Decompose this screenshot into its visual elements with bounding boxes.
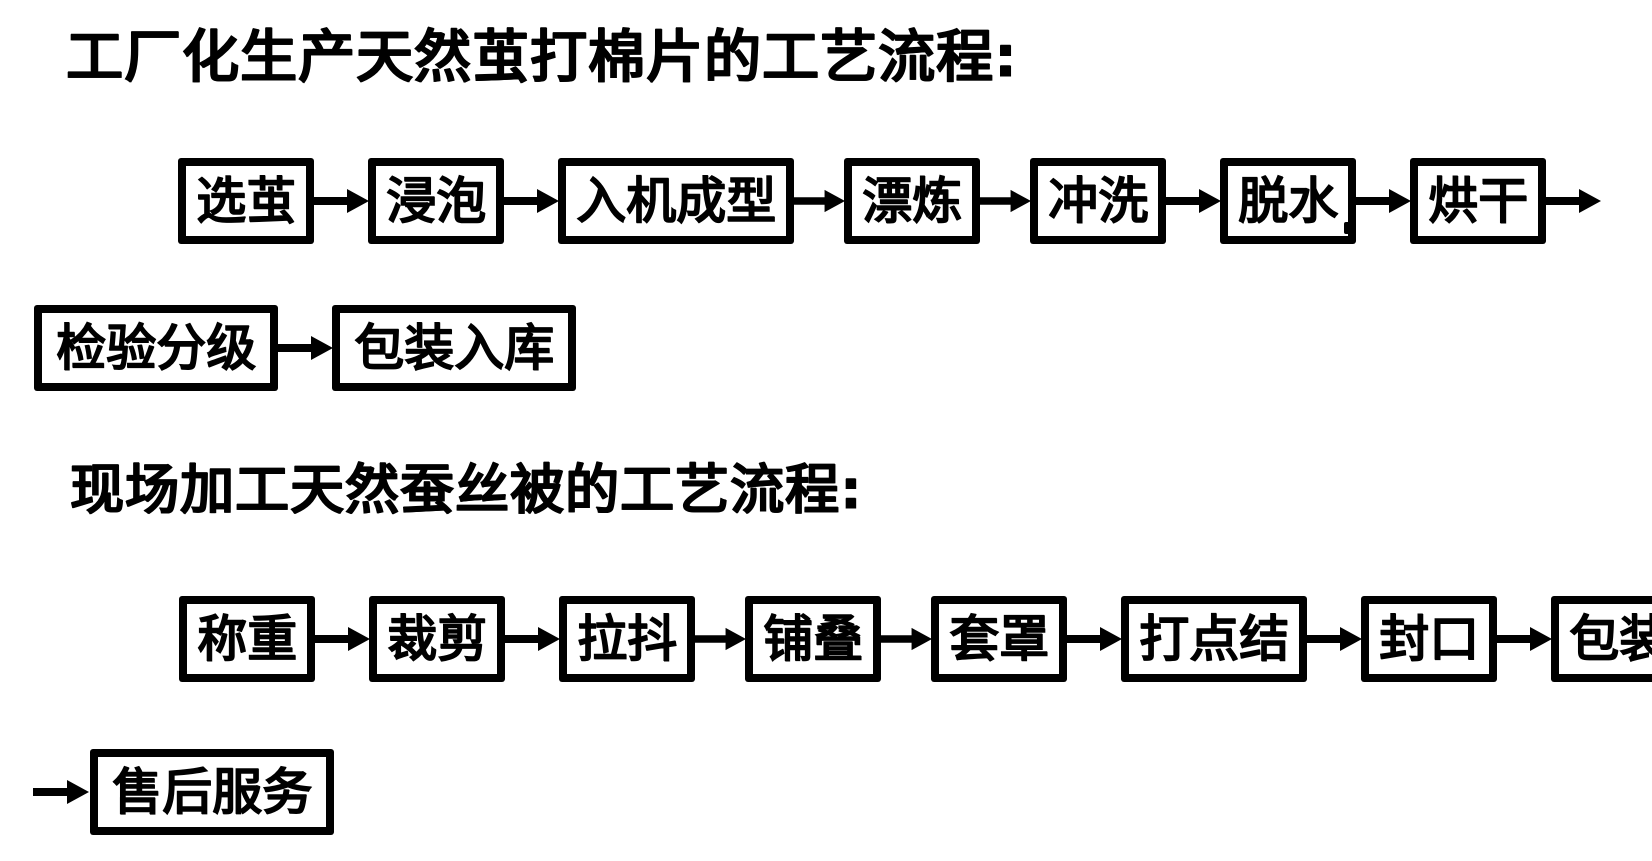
arrow-right-icon (1355, 185, 1411, 217)
arrow-right-icon (1545, 185, 1601, 217)
arrow-right-icon (313, 185, 369, 217)
arrow-right-icon (314, 623, 370, 655)
flow-step-weigh: 称重 (180, 597, 314, 681)
flow-step-inspect-grade: 检验分级 (35, 306, 277, 390)
arrow-right-icon (1306, 623, 1362, 655)
flow-step-soak: 浸泡 (369, 159, 503, 243)
onsite-process-title: 现场加工天然蚕丝被的工艺流程: (70, 460, 863, 519)
flow-step-rinse: 冲洗 (1031, 159, 1165, 243)
flow-step-pack-warehouse: 包装入库 (333, 306, 575, 390)
arrow-right-icon (504, 623, 560, 655)
flow-step-fit-cover: 套罩 (932, 597, 1066, 681)
arrow-right-icon (33, 776, 89, 808)
arrow-right-icon (793, 185, 845, 217)
flow-step-package: 包装 (1552, 597, 1652, 681)
flow-step-tack-knots: 打点结 (1122, 597, 1306, 681)
arrow-right-icon (277, 332, 333, 364)
arrow-right-icon (1496, 623, 1552, 655)
onsite-flow-line-1: 称重 裁剪 拉抖 铺叠 套罩 打点结 封口 包装 (180, 597, 1652, 681)
flow-step-dry: 烘干 (1411, 159, 1545, 243)
flow-step-machine-forming: 入机成型 (559, 159, 793, 243)
arrow-right-icon (880, 623, 932, 655)
arrow-right-icon (1165, 185, 1221, 217)
arrow-right-icon (503, 185, 559, 217)
factory-flow-line-1: 选茧 浸泡 入机成型 漂炼 冲洗 脱水 烘干 (179, 159, 1601, 243)
flow-step-spread-layer: 铺叠 (746, 597, 880, 681)
flow-step-select-cocoon: 选茧 (179, 159, 313, 243)
flow-step-dewater: 脱水 (1221, 159, 1355, 243)
flow-step-cut: 裁剪 (370, 597, 504, 681)
factory-flow-line-2: 检验分级 包装入库 (35, 306, 575, 390)
arrow-right-icon (979, 185, 1031, 217)
onsite-flow-line-2: 售后服务 (33, 750, 333, 834)
flow-step-pull-shake: 拉抖 (560, 597, 694, 681)
flow-step-bleach-refine: 漂炼 (845, 159, 979, 243)
scan-ink-dot (1344, 222, 1353, 234)
arrow-right-icon (1066, 623, 1122, 655)
flow-step-seal: 封口 (1362, 597, 1496, 681)
arrow-right-icon (694, 623, 746, 655)
flow-step-after-sales-service: 售后服务 (91, 750, 333, 834)
factory-process-title: 工厂化生产天然茧打棉片的工艺流程: (66, 26, 1018, 89)
